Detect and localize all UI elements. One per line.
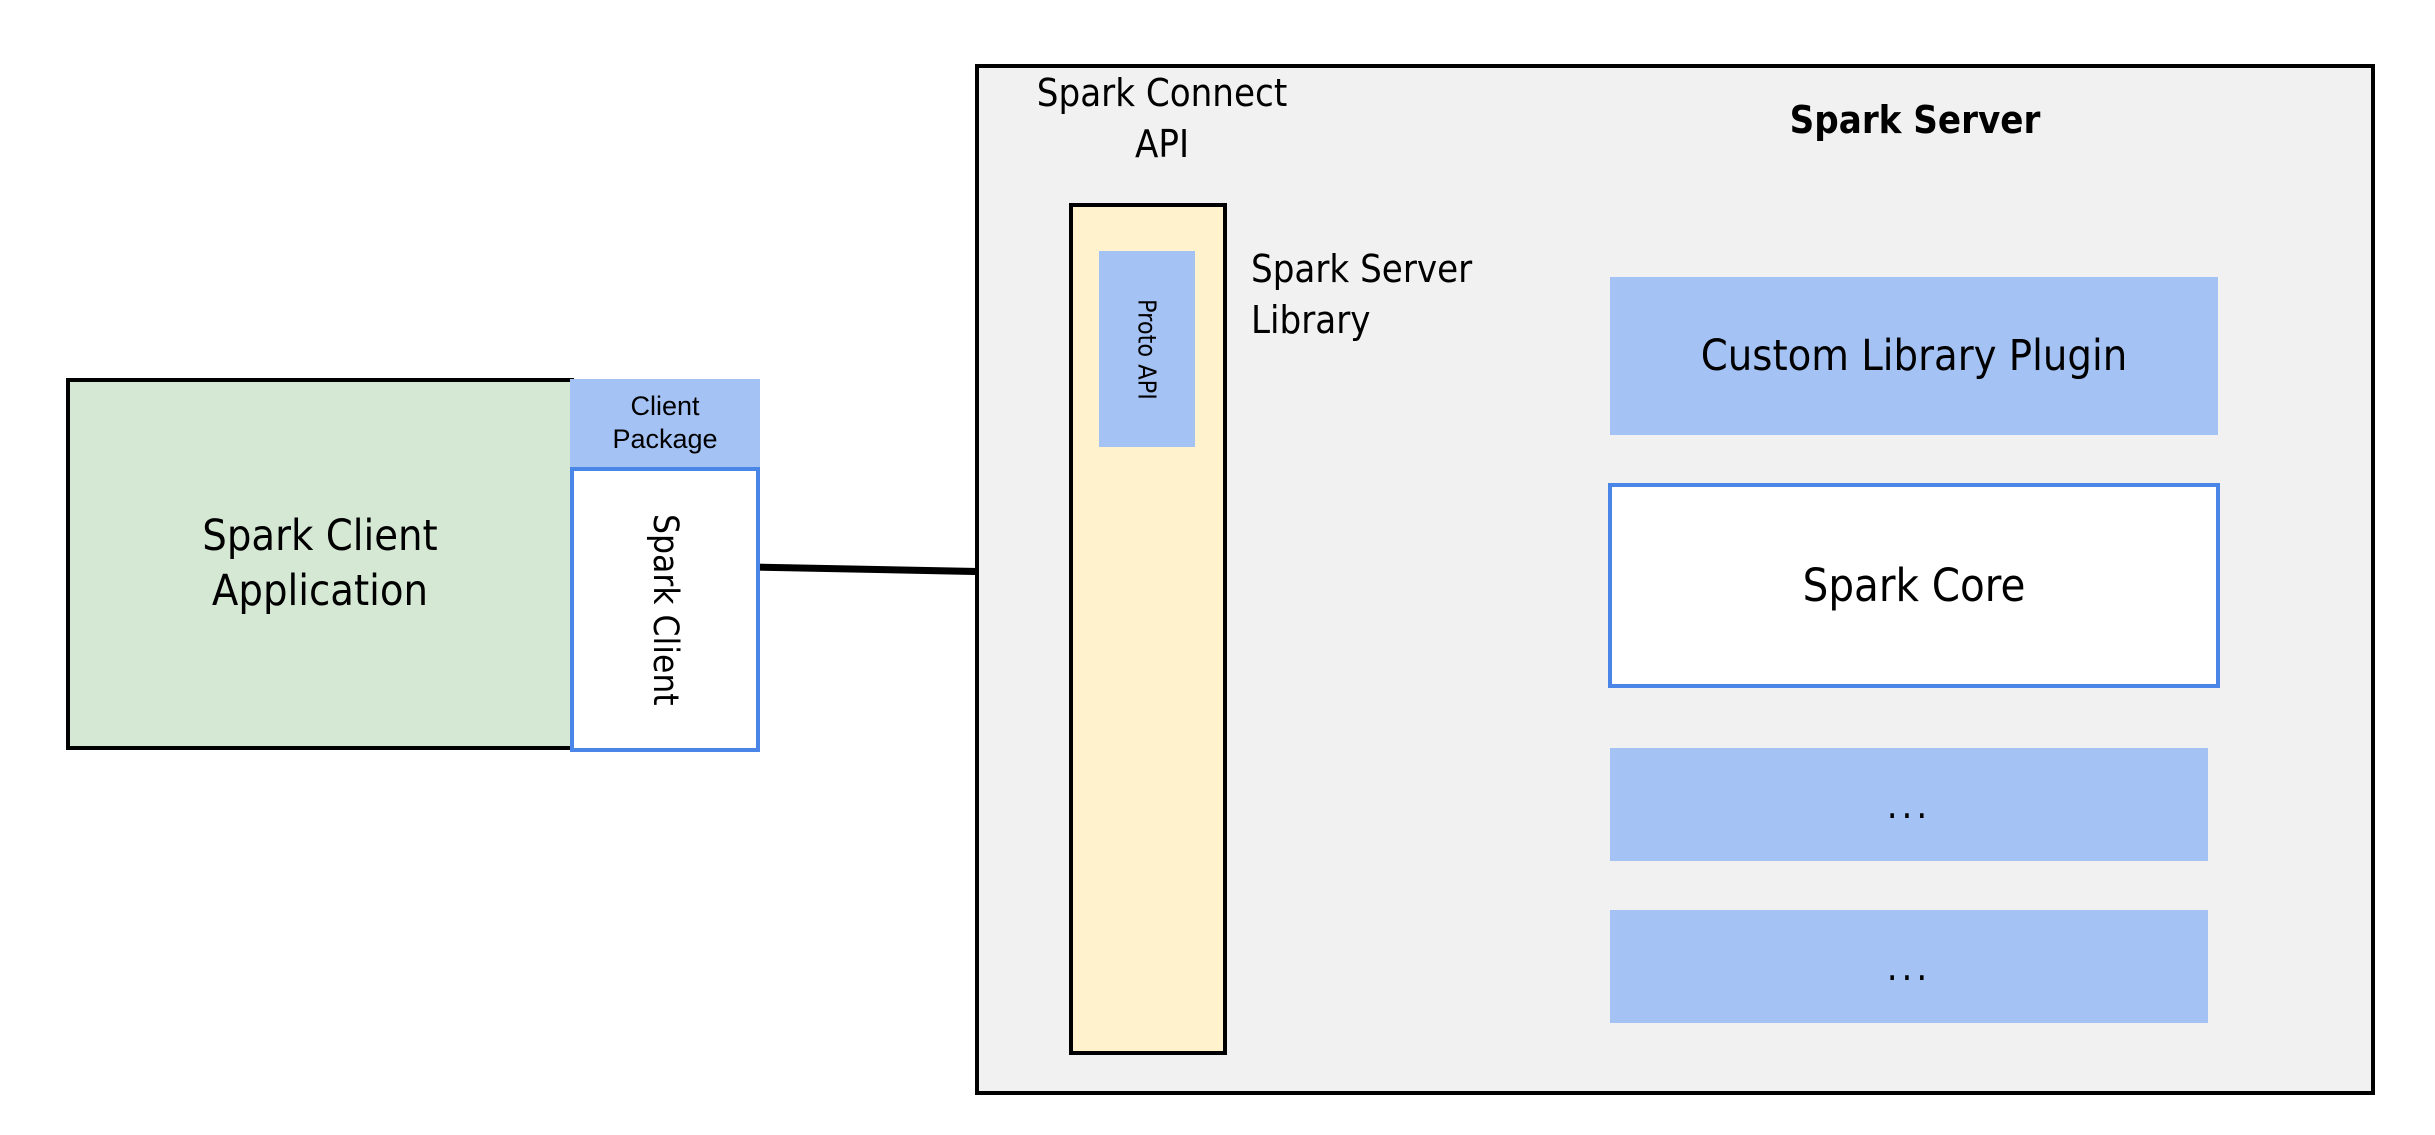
ellipsis-box-2-label: ... <box>1886 944 1932 989</box>
custom-library-plugin-box[interactable]: Custom Library Plugin <box>1610 277 2218 435</box>
spark-client-label: Spark Client <box>645 513 685 706</box>
custom-library-plugin-label: Custom Library Plugin <box>1700 331 2128 381</box>
proto-api-box[interactable]: Proto API <box>1099 251 1195 447</box>
proto-api-label: Proto API <box>1132 298 1162 400</box>
spark-server-title: Spark Server <box>1789 98 2041 142</box>
ellipsis-box-1-label: ... <box>1886 782 1932 827</box>
ellipsis-box-1[interactable]: ... <box>1610 748 2208 861</box>
spark-core-box[interactable]: Spark Core <box>1608 483 2220 688</box>
ellipsis-box-2[interactable]: ... <box>1610 910 2208 1023</box>
spark-client-box[interactable]: Spark Client <box>570 467 760 752</box>
spark-core-label: Spark Core <box>1802 559 2026 612</box>
